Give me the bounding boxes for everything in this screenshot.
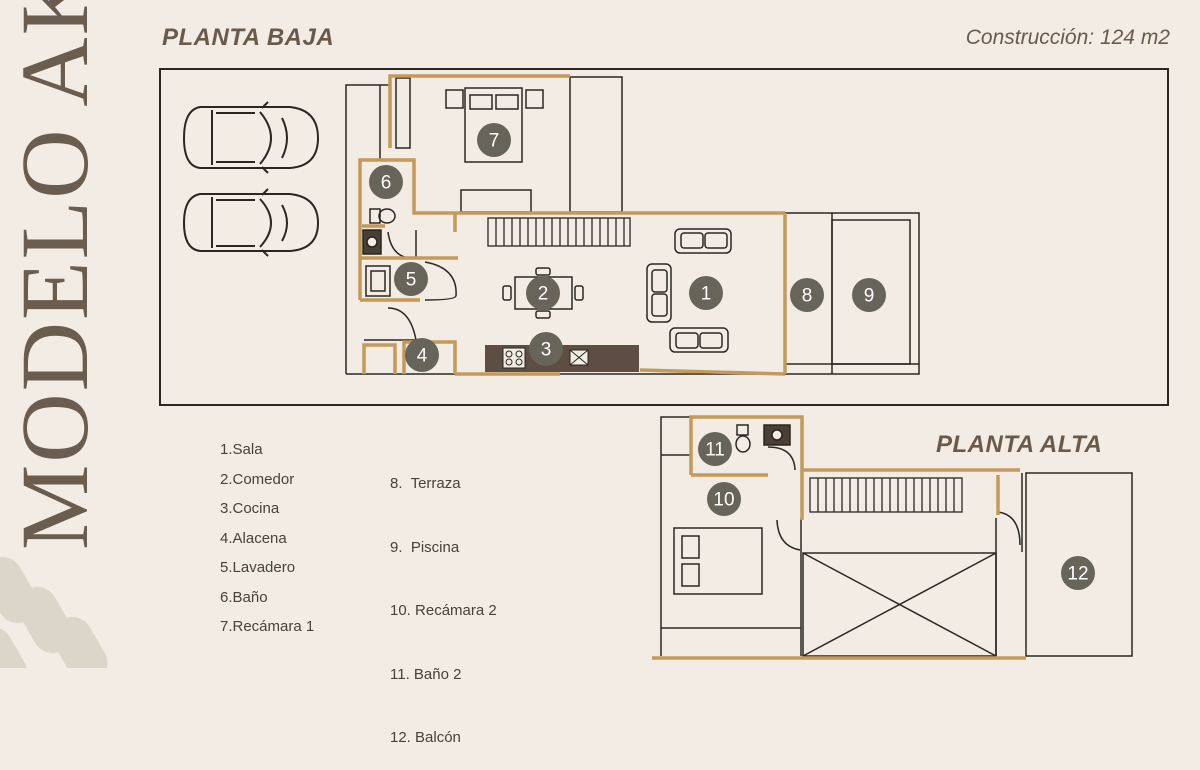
floor-plan: 1 2 3 4 5 6 7 8 9 10 11 12 [0,68,1169,668]
svg-text:10: 10 [713,490,734,511]
upper-floor-heading: PLANTA ALTA [936,431,1103,458]
upper-floor-accent-walls [652,415,1026,660]
car-top [182,101,320,174]
svg-text:2: 2 [538,284,549,305]
svg-text:11: 11 [705,440,725,461]
legend-item: 6.Baño [220,588,268,606]
sofas [646,228,732,353]
bed-1 [445,87,544,163]
legend-item: 5.Lavadero [220,559,296,576]
decorative-leaf-shapes [0,557,108,668]
badge-3: 3 [529,332,563,366]
legend-item: 1.Sala [220,441,263,458]
legend-item: 4.Alacena [220,529,287,547]
legend-left: 1.Sala 2.Comedor 3.Cocina 4.Alacena 5.La… [220,435,314,642]
svg-text:1: 1 [701,284,712,305]
upper-floor-walls [660,416,1133,657]
badge-12: 12 [1061,556,1095,590]
legend-item: 11. Baño 2 [390,665,462,683]
svg-text:8: 8 [802,286,813,307]
badge-1: 1 [689,276,723,310]
badge-2: 2 [526,276,560,310]
ground-floor-heading: PLANTA BAJA [162,24,335,51]
legend-item: 9. Piscina [390,538,460,556]
stove-icon [502,347,526,369]
svg-text:5: 5 [406,270,417,291]
legend-right: 8. Terraza 9. Piscina 10. Recámara 2 11.… [390,435,497,770]
legend-item: 7.Recámara 1 [220,618,315,635]
construction-area: Construcción: 124 m2 [965,26,1170,49]
svg-text:7: 7 [489,131,500,152]
badge-5: 5 [394,262,428,296]
svg-text:6: 6 [381,173,392,194]
svg-text:4: 4 [417,346,428,367]
svg-text:3: 3 [541,340,552,361]
svg-text:9: 9 [864,286,875,307]
badge-9: 9 [852,278,886,312]
sink-icon [569,349,589,366]
legend-item: 12. Balcón [390,729,461,746]
stairs-ground [487,217,631,247]
bathroom-1-fixtures [362,208,396,297]
badge-6: 6 [369,165,403,199]
legend-item: 2.Comedor [220,470,295,488]
bathroom-2-fixtures [735,424,791,453]
legend-item: 8. Terraza [390,475,461,492]
ground-floor-frame [159,68,1169,406]
car-bottom [182,188,320,257]
badge-4: 4 [405,338,439,372]
stairs-upper [809,477,963,513]
legend-item: 3.Cocina [220,500,280,517]
badge-7: 7 [477,123,511,157]
svg-text:12: 12 [1067,564,1088,585]
badge-8: 8 [790,278,824,312]
ground-floor-accent-walls [358,74,787,376]
ground-floor-walls [345,76,920,375]
badge-11: 11 [698,432,732,466]
badge-10: 10 [707,482,741,516]
bed-2 [673,527,763,595]
legend-item: 10. Recámara 2 [390,602,497,619]
